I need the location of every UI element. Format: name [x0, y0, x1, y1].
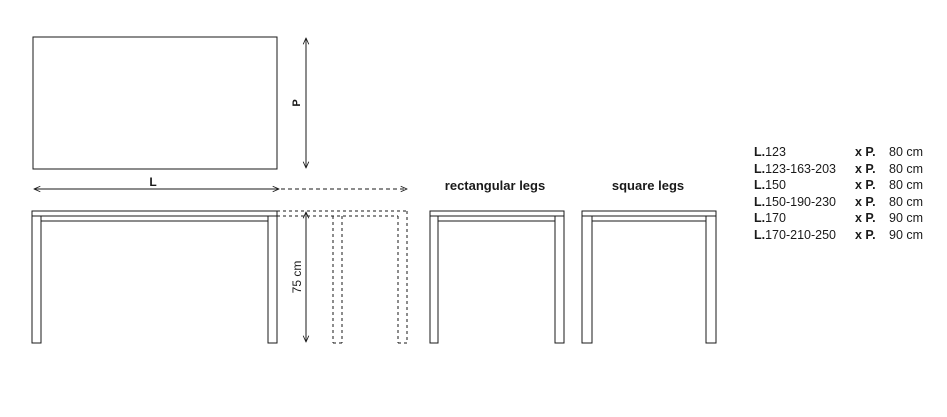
table-extension-dashed: [277, 210, 408, 344]
square-legs-title: square legs: [612, 178, 684, 193]
size-row: L.150 x P. 80 cm: [754, 177, 944, 194]
length-label: L: [149, 175, 156, 189]
length-value: L.150-190-230: [754, 194, 837, 209]
depth-prefix: x P.: [855, 194, 876, 209]
rectangular-legs-title: rectangular legs: [445, 178, 545, 193]
length-value: L.123: [754, 145, 786, 159]
height-label: 75 cm: [290, 261, 304, 294]
size-row: L.170 x P. 90 cm: [754, 210, 944, 227]
depth-prefix: x P.: [855, 211, 876, 226]
depth-prefix: x P.: [855, 161, 876, 176]
rectangular-legs-drawing: [429, 210, 565, 344]
length-value: L.170: [754, 211, 786, 226]
depth-prefix: x P.: [855, 227, 876, 242]
table-top-plan-view: [32, 36, 278, 170]
length-value: L.150: [754, 178, 786, 193]
depth-value: 80 cm: [889, 194, 924, 209]
size-row: L.150-190-230 x P. 80 cm: [754, 194, 944, 211]
size-row: L.170-210-250 x P. 90 cm: [754, 227, 944, 244]
depth-value: 80 cm: [889, 178, 924, 193]
length-value: L.123-163-203: [754, 161, 837, 176]
depth-label: P: [291, 99, 303, 106]
depth-value: 80 cm: [889, 145, 924, 159]
depth-prefix: x P.: [855, 145, 876, 159]
depth-value: 90 cm: [889, 211, 924, 226]
depth-value: 90 cm: [889, 227, 924, 242]
depth-prefix: x P.: [855, 178, 876, 193]
size-row: L.123 x P. 80 cm: [754, 144, 944, 161]
square-legs-drawing: [581, 210, 717, 344]
length-value: L.170-210-250: [754, 227, 837, 242]
table-front-view: [31, 210, 278, 344]
size-row: L.123-163-203 x P. 80 cm: [754, 161, 944, 178]
depth-value: 80 cm: [889, 161, 924, 176]
